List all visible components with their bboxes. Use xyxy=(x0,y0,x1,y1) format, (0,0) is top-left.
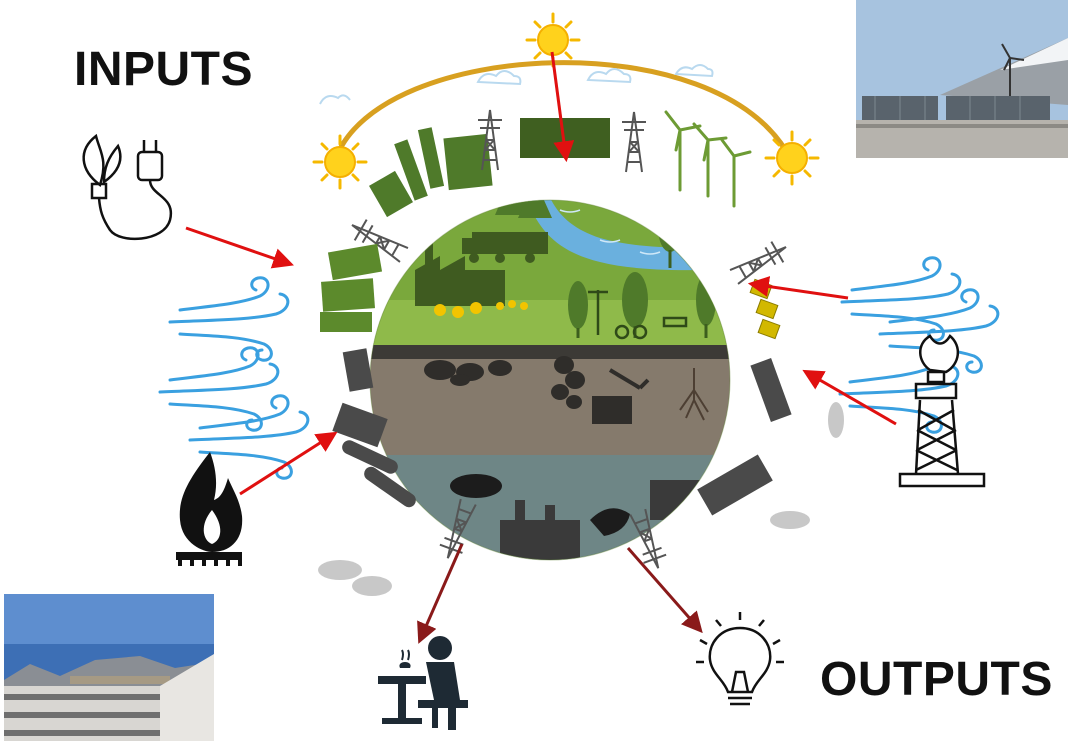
inputs-title: INPUTS xyxy=(74,42,253,97)
biomass-plug-icon xyxy=(84,136,171,239)
person-eating-icon xyxy=(378,636,468,730)
wind-icon-left xyxy=(160,278,308,478)
sun-icon-left xyxy=(314,136,366,188)
sun-icon-right xyxy=(766,132,818,184)
arrow-biomass-to-globe xyxy=(186,228,290,264)
arrow-oil-to-globe xyxy=(806,372,896,424)
arrow-globe-to-light xyxy=(628,548,700,630)
flame-burner-icon xyxy=(176,452,242,566)
arrow-globe-to-food xyxy=(420,544,462,640)
light-bulb-icon xyxy=(696,612,784,704)
top-right-photo xyxy=(856,0,1068,158)
bottom-left-photo xyxy=(4,594,214,741)
outputs-title: OUTPUTS xyxy=(820,652,1053,707)
arrow-flame-to-globe xyxy=(240,434,334,494)
sun-path xyxy=(314,14,818,188)
globe xyxy=(318,110,844,596)
